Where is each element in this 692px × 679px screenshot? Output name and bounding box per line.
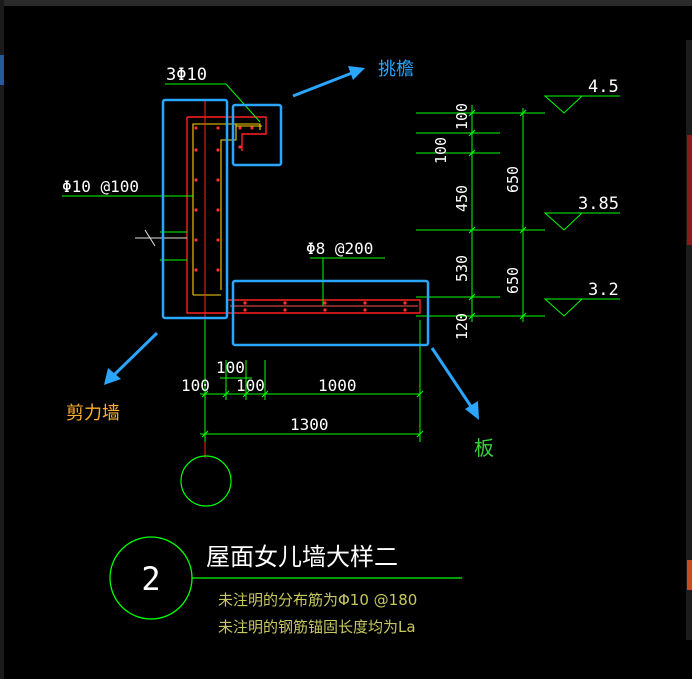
top-bars-label: 3Φ10 [166, 65, 207, 85]
dim-v-100b: 100 [432, 137, 450, 164]
detail-number: 2 [141, 560, 160, 598]
elevation-markers [543, 95, 620, 317]
dim-v-120: 120 [453, 313, 471, 340]
horizontal-dimensions [200, 320, 424, 442]
dim-v-530: 530 [453, 255, 471, 282]
dim-100-top: 100 [216, 358, 245, 377]
dim-v-650b: 650 [504, 267, 522, 294]
dim-v-100a: 100 [453, 103, 471, 130]
elevation-4-5: 4.5 [588, 77, 619, 97]
dim-v-650a: 650 [504, 166, 522, 193]
slab-highlight [231, 279, 430, 347]
slab-callout-label: 板 [474, 436, 494, 460]
slab-bar-label: Φ8 @200 [306, 239, 373, 258]
shear-wall-highlight [161, 98, 229, 320]
elevation-3-2: 3.2 [588, 280, 619, 300]
dim-v-450: 450 [453, 185, 471, 212]
left-window-edge [0, 0, 4, 679]
vertical-dimensions [416, 105, 545, 322]
note-line-1: 未注明的分布筋为Φ10 @180 [218, 591, 417, 609]
dim-100-left: 100 [181, 376, 210, 395]
rebar-dots [194, 126, 407, 312]
dim-1300: 1300 [290, 415, 329, 434]
eave-callout-label: 挑檐 [378, 59, 414, 80]
shear-wall-outline [186, 116, 421, 314]
right-edge-red-fragment [687, 135, 692, 245]
right-window-edge [686, 40, 692, 640]
elevation-3-85: 3.85 [578, 194, 619, 214]
callout-arrows [104, 66, 479, 420]
drawing-title: 屋面女儿墙大样二 [206, 543, 398, 571]
highlight-boxes [161, 98, 430, 347]
shear-wall-callout-label: 剪力墙 [66, 403, 120, 424]
break-line [135, 229, 187, 261]
left-edge-blue-fragment [0, 55, 4, 85]
top-window-edge [0, 0, 692, 6]
note-line-2: 未注明的钢筋锚固长度均为La [218, 618, 416, 636]
wall-stirrup-label: Φ10 @100 [62, 177, 139, 196]
dim-1000: 1000 [318, 376, 357, 395]
eave-highlight [231, 103, 283, 167]
right-edge-orange-fragment [687, 560, 692, 590]
dim-100-mid: 100 [236, 376, 265, 395]
axis-bubble [180, 455, 232, 507]
